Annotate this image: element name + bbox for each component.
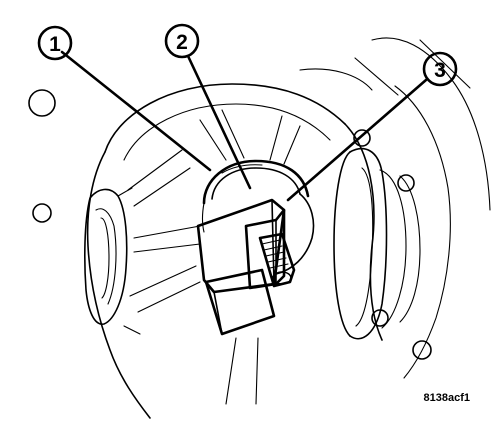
housing-ribs [127,109,301,405]
leader-line-1 [60,50,212,172]
bolt-hole-bottom-right [412,340,432,360]
callout-3: 3 [422,51,458,87]
callout-1-label: 1 [49,33,61,56]
sensor-bore [201,159,315,275]
bolt-hole-upper-right [353,129,371,147]
leader-line-2 [186,54,252,190]
left-bore [84,187,141,335]
leader-lines [60,50,428,202]
bolt-holes [28,89,432,360]
callout-1: 1 [37,25,73,61]
bolt-hole-left [32,203,52,223]
figure-id: 8138acf1 [424,392,471,404]
bolt-hole-upper-left [28,89,56,117]
callout-2: 2 [164,23,200,59]
callout-2-label: 2 [176,31,188,54]
leader-line-3 [286,78,428,202]
sensor-assembly [196,198,296,336]
housing-outline [86,37,491,419]
bolt-hole-lower-right [371,309,389,327]
callout-3-label: 3 [434,59,446,82]
right-bore [333,147,421,340]
bolt-hole-right [397,174,415,192]
